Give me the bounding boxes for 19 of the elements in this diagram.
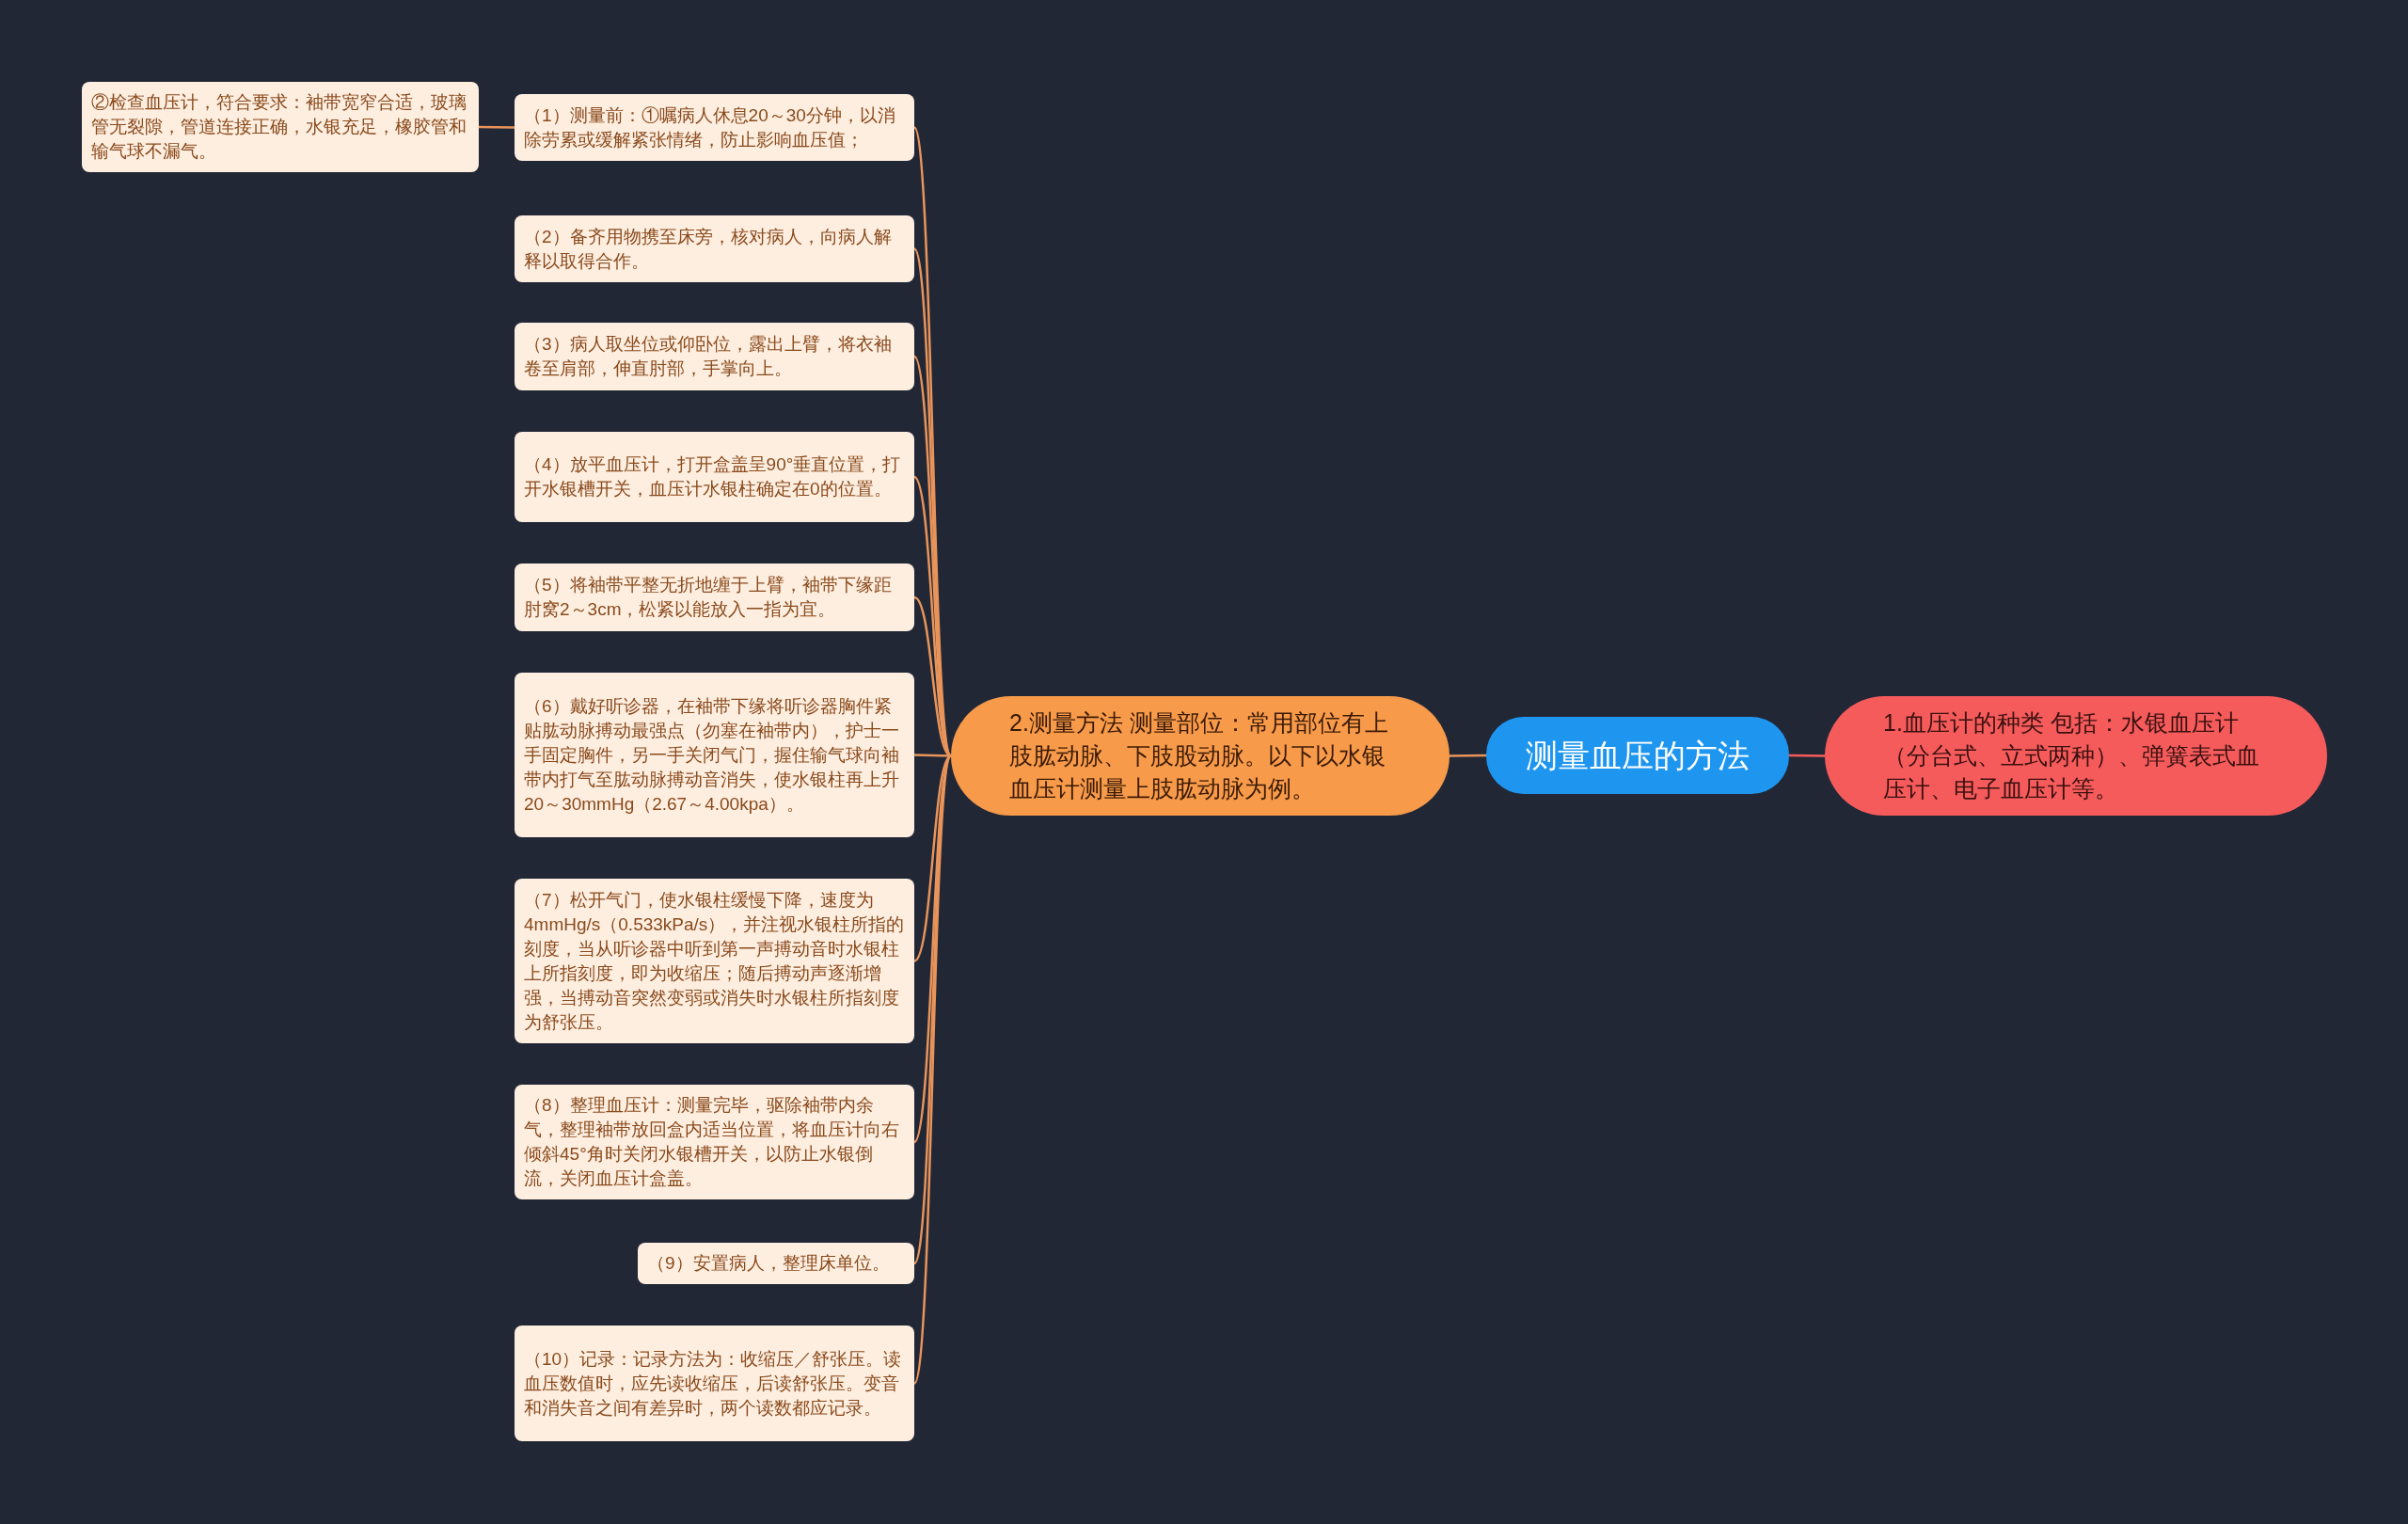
connector-line [479,125,515,129]
branch-topic: 2.测量方法 测量部位：常用部位有上肢肱动脉、下肢股动脉。以下以水银血压计测量上肢肱动脉为例。 [951,696,1450,816]
leaf-topic: （2）备齐用物携至床旁，核对病人，向病人解释以取得合作。 [515,215,914,282]
leaf-topic: （8）整理血压计：测量完毕，驱除袖带内余气，整理袖带放回盒内适当位置，将血压计向右倾斜45°角时关闭水银槽开关，以防止水银倒流，关闭血压计盒盖。 [515,1085,914,1199]
connector-line [1450,754,1486,757]
root-topic: 测量血压的方法 [1486,717,1789,794]
connector-line [1789,754,1825,757]
leaf-topic: （4）放平血压计，打开盒盖呈90°垂直位置，打开水银槽开关，血压计水银柱确定在0的位置。 [515,432,914,522]
leaf-topic: （3）病人取坐位或仰卧位，露出上臂，将衣袖卷至肩部，伸直肘部，手掌向上。 [515,323,914,390]
branch-topic: 1.血压计的种类 包括：水银血压计（分台式、立式两种）、弹簧表式血压计、电子血压计等。 [1825,696,2327,816]
connector-line [912,248,953,756]
leaf-topic: （1）测量前：①嘱病人休息20～30分钟，以消除劳累或缓解紧张情绪，防止影响血压值； [515,94,914,161]
connector-line [912,755,953,1384]
leaf-topic: （7）松开气门，使水银柱缓慢下降，速度为4mmHg/s（0.533kPa/s），并注视水银柱所指的刻度，当从听诊器中听到第一声搏动音时水银柱上所指刻度，即为收缩压；随后搏动声逐渐增强，当搏动音突然变弱或消失时水银柱所指刻度为舒张压。 [515,879,914,1043]
leaf-topic: （10）记录：记录方法为：收缩压／舒张压。读血压数值时，应先读收缩压，后读舒张压。变音和消失音之间有差异时，两个读数都应记录。 [515,1326,914,1441]
leaf-topic: （6）戴好听诊器，在袖带下缘将听诊器胸件紧贴肱动脉搏动最强点（勿塞在袖带内），护士一手固定胸件，另一手关闭气门，握住输气球向袖带内打气至肱动脉搏动音消失，使水银柱再上升20～30mmHg（2.67～4.00kpa）。 [515,673,914,837]
leaf-topic: （9）安置病人，整理床单位。 [638,1243,914,1284]
leaf-topic: （5）将袖带平整无折地缠于上臂，袖带下缘距肘窝2～3cm，松紧以能放入一指为宜。 [515,564,914,631]
leaf-topic: ②检查血压计，符合要求：袖带宽窄合适，玻璃管无裂隙，管道连接正确，水银充足，橡胶管和输气球不漏气。 [82,82,479,172]
